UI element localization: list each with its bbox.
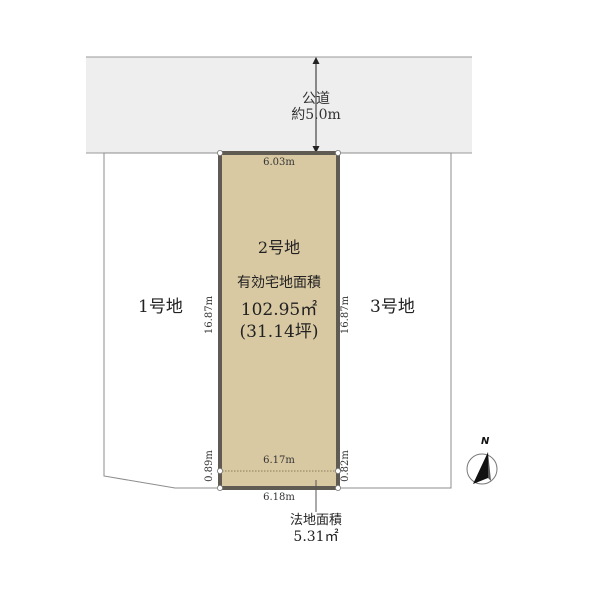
dim-right-setback-depth: 0.82m <box>340 450 351 482</box>
lot-2-area-tsubo: (31.14坪) <box>239 322 319 342</box>
public-road <box>86 56 472 154</box>
north-compass-icon <box>466 452 498 485</box>
lot-3-outline <box>337 152 452 489</box>
dim-right-side: 16.87m <box>340 295 351 335</box>
lot-1-name: 1号地 <box>138 297 183 317</box>
setback-area-title: 法地面積 <box>289 513 342 528</box>
lot-2-area-sqm: 102.95㎡ <box>240 300 318 320</box>
road-width-arrow <box>312 57 320 153</box>
lot-1-outline <box>103 152 221 489</box>
lot-2-name: 2号地 <box>257 238 301 257</box>
dim-left-side: 16.87m <box>204 295 215 335</box>
north-label: N <box>481 436 490 447</box>
lot-2 <box>216 149 341 491</box>
dim-setback-width: 6.17m <box>263 455 295 466</box>
road-width: 約5.0m <box>291 107 341 123</box>
lot-2-effective-area-label: 有効宅地面積 <box>237 275 321 291</box>
dim-top-frontage: 6.03m <box>263 157 295 168</box>
dim-bottom-width: 6.18m <box>263 492 295 503</box>
lot-3-name: 3号地 <box>370 297 415 317</box>
dim-left-setback-depth: 0.89m <box>204 450 215 482</box>
road-title: 公道 <box>302 91 330 107</box>
setback-area-value: 5.31㎡ <box>293 529 339 545</box>
